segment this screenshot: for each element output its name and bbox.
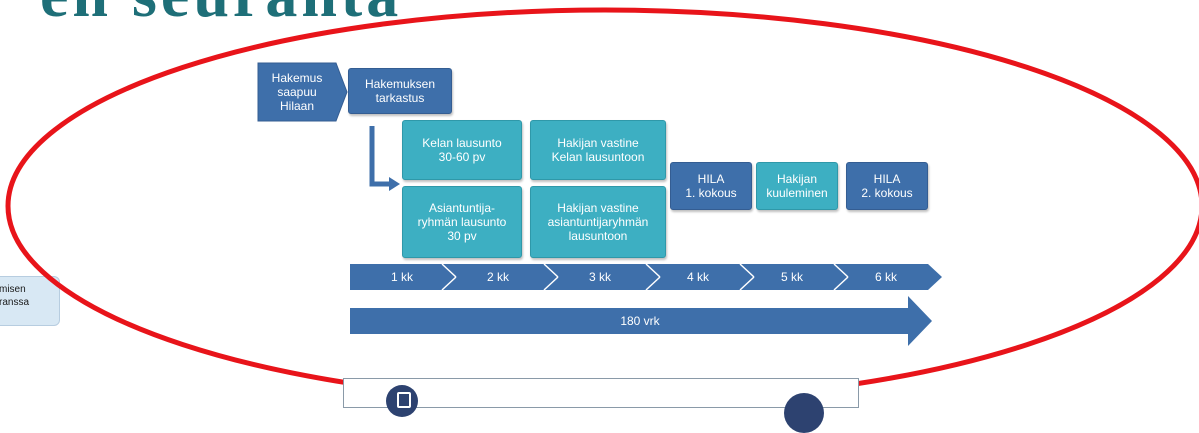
side-card-partial: misen ranssa bbox=[0, 276, 60, 326]
month-timeline bbox=[350, 263, 942, 291]
step-reply-kela: Hakijan vastine Kelan lausuntoon bbox=[530, 120, 666, 180]
month-label: 6 kk bbox=[874, 270, 897, 284]
month-chevron bbox=[834, 264, 942, 290]
month-label: 4 kk bbox=[686, 270, 709, 284]
page-title-fragment: en seuranta bbox=[40, 0, 402, 30]
process-diagram bbox=[5, 7, 1199, 404]
total-duration-label: 180 vrk bbox=[620, 314, 660, 328]
step-arrival: Hakemus saapuu Hilaan bbox=[271, 71, 323, 113]
step-reply-expert: Hakijan vastine asiantuntijaryhmän lausu… bbox=[530, 186, 666, 258]
step-hila-meeting1: HILA 1. kokous bbox=[670, 162, 752, 210]
connector-arrow bbox=[369, 126, 392, 187]
step-check: Hakemuksen tarkastus bbox=[348, 68, 452, 114]
document-icon bbox=[386, 385, 418, 417]
connector-arrow-head bbox=[389, 177, 400, 191]
month-chevron bbox=[740, 264, 848, 290]
circle-icon bbox=[784, 393, 824, 433]
month-chevron bbox=[350, 264, 456, 290]
step-hearing: Hakijan kuuleminen bbox=[756, 162, 838, 210]
month-label: 5 kk bbox=[780, 270, 803, 284]
step-expert-statement: Asiantuntija- ryhmän lausunto 30 pv bbox=[402, 186, 522, 258]
month-chevron bbox=[544, 264, 660, 290]
month-chevron bbox=[442, 264, 558, 290]
month-label: 2 kk bbox=[486, 270, 509, 284]
side-card-line2: ranssa bbox=[0, 297, 30, 308]
step-hila-meeting2: HILA 2. kokous bbox=[846, 162, 928, 210]
month-label: 3 kk bbox=[588, 270, 611, 284]
arrival-arrow-shape bbox=[257, 62, 348, 122]
total-duration-arrow bbox=[350, 296, 932, 346]
step-kela-statement: Kelan lausunto 30-60 pv bbox=[402, 120, 522, 180]
month-chevron bbox=[646, 264, 754, 290]
month-label: 1 kk bbox=[390, 270, 413, 284]
side-card-line1: misen bbox=[0, 284, 26, 295]
